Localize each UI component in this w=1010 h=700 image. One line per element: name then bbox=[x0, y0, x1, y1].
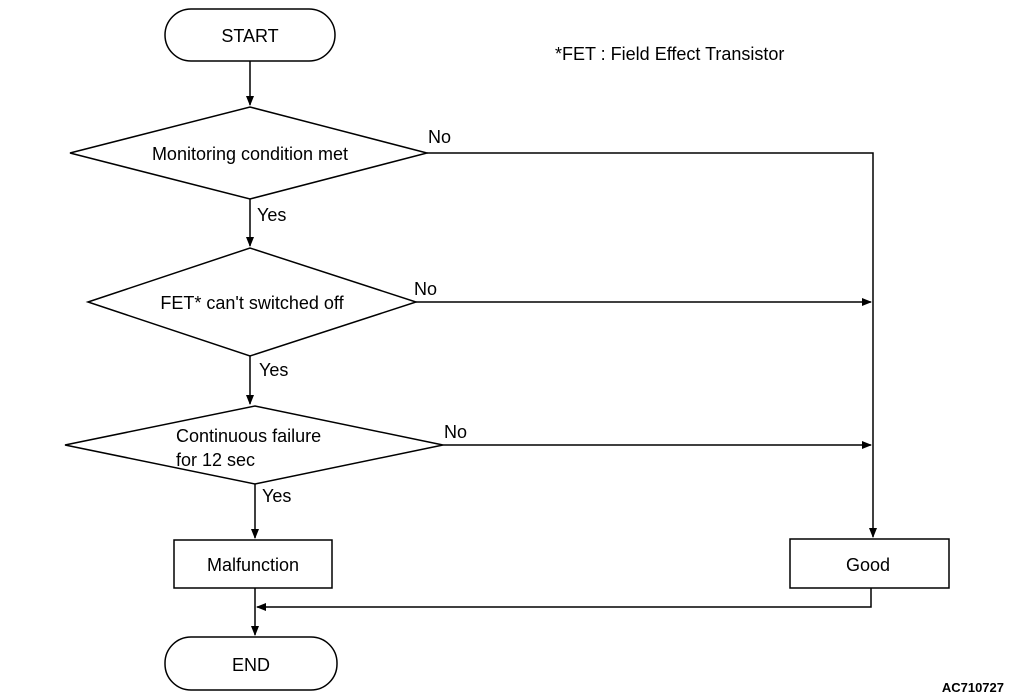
good-label: Good bbox=[846, 555, 890, 575]
malfunction-label: Malfunction bbox=[207, 555, 299, 575]
decision1-text: Monitoring condition met bbox=[152, 144, 348, 164]
decision2-no-label: No bbox=[414, 279, 437, 299]
start-label: START bbox=[221, 26, 278, 46]
decision2-text: FET* can't switched off bbox=[160, 293, 344, 313]
decision3-text-line1: Continuous failure bbox=[176, 426, 321, 446]
good-box bbox=[789, 538, 950, 589]
decision3-no-label: No bbox=[444, 422, 467, 442]
end-terminal bbox=[164, 636, 338, 691]
figure-id: AC710727 bbox=[942, 680, 1004, 695]
decision1-yes-label: Yes bbox=[257, 205, 286, 225]
malfunction-box bbox=[173, 539, 333, 589]
end-label: END bbox=[232, 655, 270, 675]
decision3-yes-label: Yes bbox=[262, 486, 291, 506]
decision3-text-line2: for 12 sec bbox=[176, 450, 255, 470]
fet-footnote: *FET : Field Effect Transistor bbox=[555, 44, 784, 64]
decision2-yes-label: Yes bbox=[259, 360, 288, 380]
good-return-arrow bbox=[256, 588, 872, 611]
decision1-no-label: No bbox=[428, 127, 451, 147]
decision1-no-line bbox=[427, 152, 877, 538]
